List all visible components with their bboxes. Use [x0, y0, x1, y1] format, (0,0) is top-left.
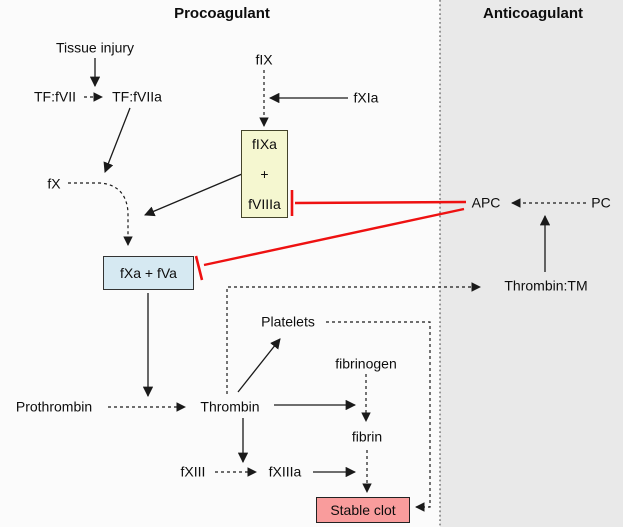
node-box-stable-clot: Stable clot: [316, 497, 410, 523]
node-fxiii: fXIII: [180, 463, 206, 480]
node-fix: fIX: [255, 51, 273, 68]
anticoagulant-panel: [440, 0, 623, 527]
stable-clot-label: Stable clot: [330, 502, 396, 518]
fviiia-label: fVIIIa: [248, 196, 281, 212]
edge-fixa-complex-to-fx-activation: [144, 173, 243, 217]
anticoagulant-header: Anticoagulant: [483, 4, 583, 22]
node-fx: fX: [47, 175, 61, 192]
edge-apc-inhibits-fviiia: [294, 200, 467, 205]
node-tf-fviia: TF:fVIIa: [112, 88, 162, 105]
node-tissue-injury: Tissue injury: [55, 39, 135, 56]
tbar-fxa-fva: [194, 255, 204, 281]
edge-thrombin-to-platelets: [237, 338, 281, 393]
fxa-fva-label: fXa + fVa: [120, 265, 177, 281]
node-fibrin: fibrin: [351, 428, 383, 445]
node-tf-fvii: TF:fVII: [34, 88, 76, 105]
node-pc: PC: [591, 194, 611, 211]
node-thrombin: Thrombin: [200, 398, 260, 415]
edge-fx-to-fxa: [68, 182, 133, 246]
node-apc: APC: [471, 194, 501, 211]
node-fxiiia: fXIIIa: [268, 463, 302, 480]
edge-platelets-to-stable-clot: [326, 321, 431, 512]
procoagulant-header: Procoagulant: [174, 4, 270, 22]
edge-tfviia-to-fx-activation: [103, 107, 131, 173]
fixa-label: fIXa: [252, 136, 277, 152]
node-prothrombin: Prothrombin: [15, 398, 93, 415]
node-thrombin-tm: Thrombin:TM: [504, 277, 588, 294]
node-box-fxa-fva: fXa + fVa: [103, 256, 194, 290]
edge-thrombin-to-thrombin-tm: [226, 282, 481, 394]
plus-sign: +: [260, 166, 269, 182]
node-fibrinogen: fibrinogen: [335, 355, 397, 372]
node-platelets: Platelets: [261, 313, 315, 330]
edge-apc-inhibits-fxa-fva: [203, 207, 465, 267]
node-box-fixa-fviiia: fIXa + fVIIIa: [241, 130, 288, 218]
node-fxia: fXIa: [353, 89, 379, 106]
